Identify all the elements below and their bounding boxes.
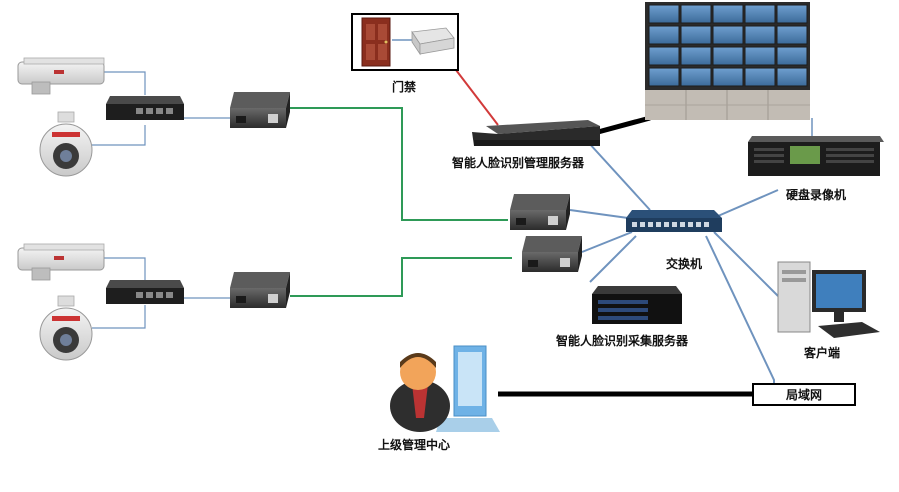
link-dome1-switch1 (92, 125, 146, 146)
management-server-icon (472, 120, 600, 146)
dome-camera-icon (39, 295, 93, 361)
bullet-camera-icon (17, 57, 105, 95)
mini-switch-icon (106, 96, 184, 120)
bullet-camera-icon (17, 243, 105, 281)
media-converter-icon (522, 236, 582, 272)
capture-server-icon (592, 286, 682, 324)
link-cam1-switch1 (90, 71, 146, 95)
link-core-client (713, 231, 779, 297)
link-core-capture (589, 235, 637, 283)
link-mc4-core (581, 231, 633, 253)
link-mc3-core (569, 209, 629, 219)
link-core-nvr (717, 189, 779, 217)
dome-camera-icon (39, 111, 93, 177)
face-capture-server-label: 智能人脸识别采集服务器 (556, 334, 689, 348)
nvr-icon (748, 136, 884, 176)
link-door-mgmt (455, 69, 499, 126)
superior-center-icon (390, 345, 500, 432)
nvr-label: 硬盘录像机 (786, 188, 847, 202)
mini-switch-icon (106, 280, 184, 304)
media-converter-icon (230, 272, 290, 308)
link-mgmt-core (587, 141, 651, 211)
fiber-link-1 (290, 107, 508, 221)
core-switch-icon (626, 210, 722, 232)
media-converter-icon (510, 194, 570, 230)
video-wall-icon (645, 2, 810, 120)
face-management-server-label: 智能人脸识别管理服务器 (452, 156, 585, 170)
superior-center-label: 上级管理中心 (378, 438, 451, 452)
door-access-icon (351, 13, 459, 71)
client-label: 客户端 (804, 346, 841, 360)
link-dome2-switch2 (92, 305, 146, 329)
link-mgmt-videowall (597, 115, 651, 135)
switch-label: 交换机 (666, 257, 703, 271)
media-converter-icon (230, 92, 290, 128)
client-computer-icon (777, 261, 880, 338)
video-wall-screens (648, 4, 808, 87)
link-cam2-switch2 (90, 257, 146, 280)
lan-box: 局域网 (752, 383, 856, 406)
fiber-link-2 (290, 257, 512, 297)
access-control-label: 门禁 (392, 80, 417, 94)
